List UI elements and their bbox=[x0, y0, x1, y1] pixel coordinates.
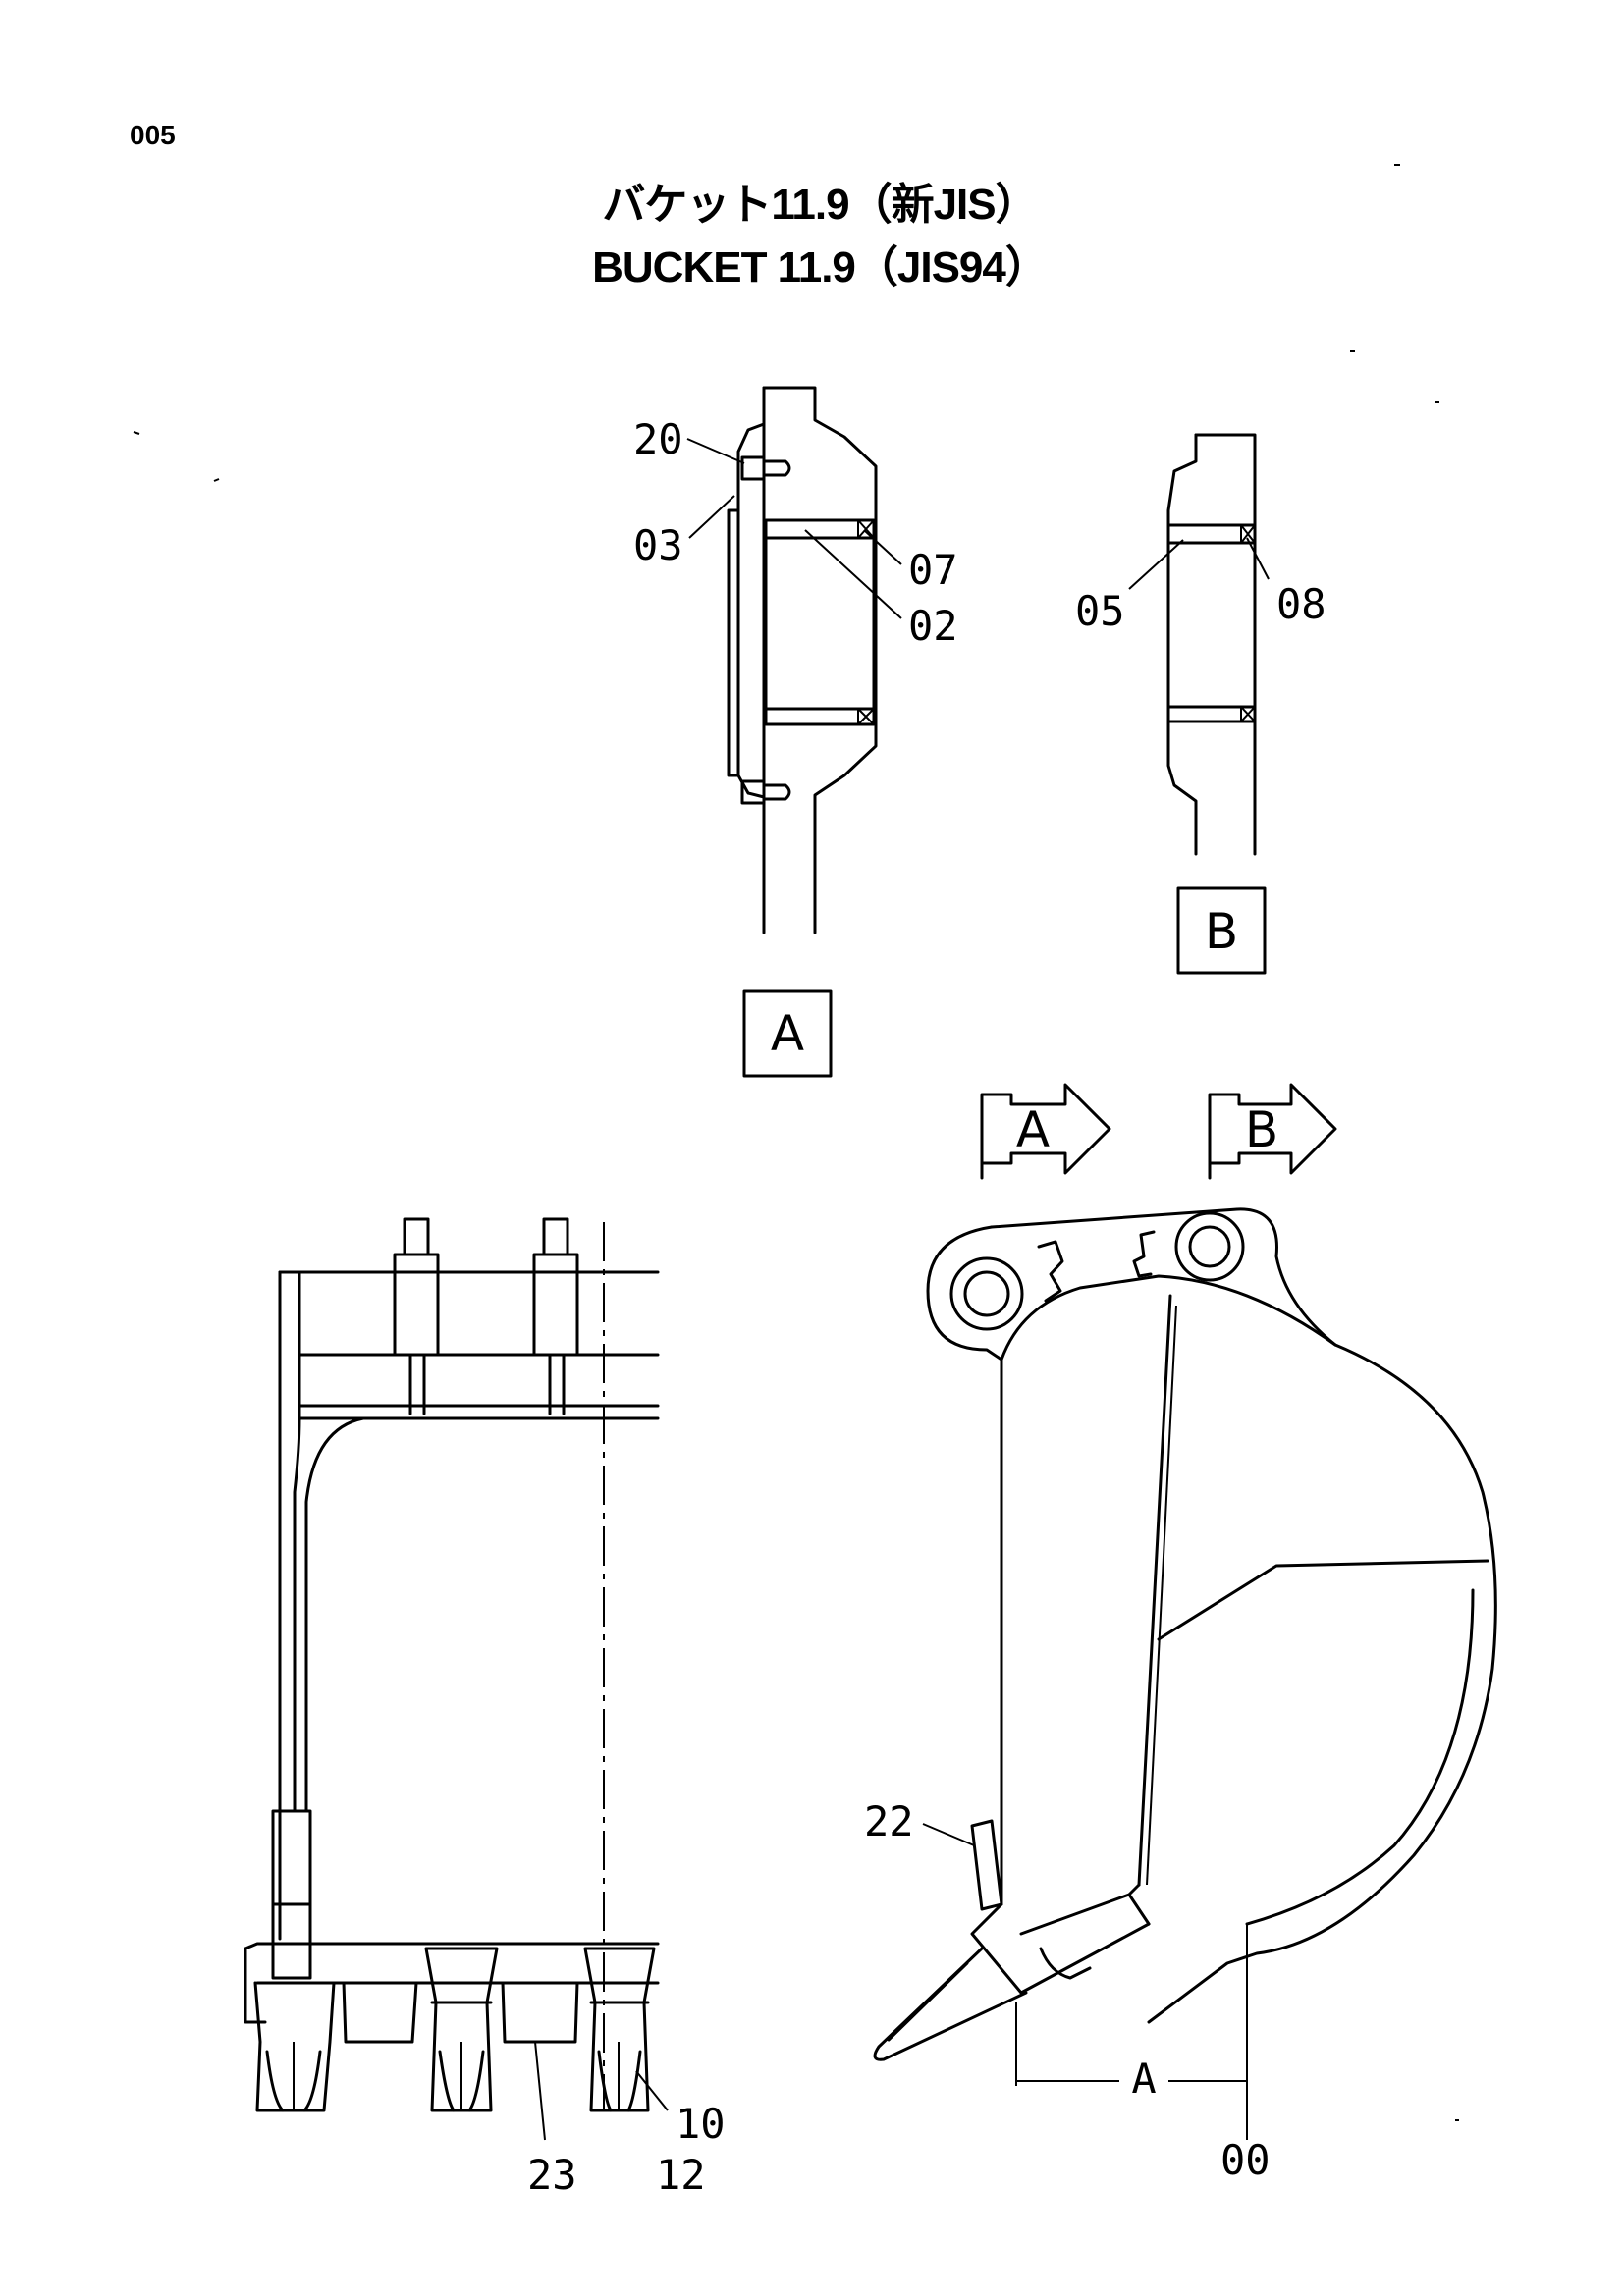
view-a-label: A bbox=[771, 1005, 804, 1062]
part-label-08: 08 bbox=[1276, 580, 1326, 628]
tooth-2 bbox=[424, 1947, 499, 2112]
view-arrow-a: A bbox=[980, 1083, 1111, 1180]
part-label-05: 05 bbox=[1075, 587, 1125, 635]
title-japanese: バケット11.9（新JIS） bbox=[602, 181, 1038, 229]
detail-b-section bbox=[1128, 433, 1270, 856]
part-label-22: 22 bbox=[864, 1797, 914, 1845]
part-label-00: 00 bbox=[1220, 2136, 1271, 2184]
part-label-02: 02 bbox=[908, 602, 958, 650]
bucket-side-view: A bbox=[873, 1207, 1497, 2140]
tooth-1 bbox=[253, 1981, 336, 2112]
part-label-20: 20 bbox=[633, 415, 683, 463]
detail-a-section bbox=[686, 386, 902, 934]
arrow-a-label: A bbox=[1016, 1101, 1050, 1158]
part-label-12: 12 bbox=[656, 2151, 706, 2199]
bucket-front-view bbox=[244, 1217, 669, 2141]
tooth-3 bbox=[583, 1947, 656, 2112]
view-b-label: B bbox=[1205, 903, 1238, 960]
title-english: BUCKET 11.9（JIS94） bbox=[592, 243, 1049, 292]
part-label-07: 07 bbox=[908, 546, 958, 594]
dimension-a-label: A bbox=[1131, 2055, 1156, 2103]
part-label-10: 10 bbox=[676, 2100, 726, 2148]
arrow-b-label: B bbox=[1245, 1101, 1278, 1158]
view-arrow-b: B bbox=[1208, 1083, 1337, 1180]
part-label-03: 03 bbox=[633, 521, 683, 569]
page-number: 005 bbox=[130, 120, 176, 150]
part-label-23: 23 bbox=[527, 2151, 577, 2199]
